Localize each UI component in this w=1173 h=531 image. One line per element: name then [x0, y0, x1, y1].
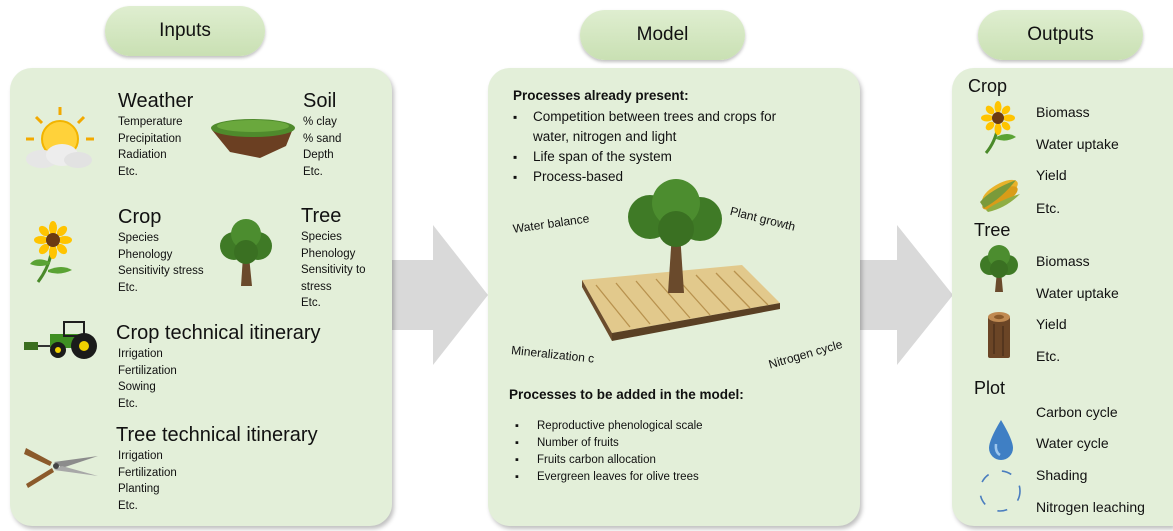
water-drop-icon — [989, 420, 1013, 460]
output-tree-biomass: Biomass — [1036, 253, 1090, 269]
tractor-icon — [24, 321, 97, 359]
arrow-model-to-outputs — [855, 225, 953, 365]
output-tree-yield: Yield — [1036, 316, 1067, 332]
added-item: Reproductive phenological scale — [509, 418, 703, 435]
output-plot-water-cycle: Water cycle — [1036, 435, 1109, 451]
output-crop-title: Crop — [968, 76, 1008, 96]
present-item: Competition between trees and crops for — [513, 107, 776, 127]
tree-title: Tree — [301, 205, 342, 227]
outputs-header: Outputs — [978, 10, 1143, 60]
crop-itinerary-title: Crop technical itinerary — [116, 322, 321, 344]
tree-itinerary-title: Tree technical itinerary — [116, 424, 318, 446]
added-item: Evergreen leaves for olive trees — [509, 469, 703, 486]
pruning-shears-icon — [24, 448, 98, 488]
present-processes-list: Competition between trees and crops for … — [513, 107, 776, 187]
agroforestry-field-illustration — [582, 179, 780, 341]
log-icon — [988, 312, 1010, 358]
tree-icon — [980, 245, 1018, 292]
output-plot-title: Plot — [974, 378, 1006, 398]
sun-cloud-icon — [26, 107, 94, 168]
model-header: Model — [580, 10, 745, 60]
added-item: Number of fruits — [509, 435, 703, 452]
added-processes-list: Reproductive phenological scale Number o… — [509, 418, 703, 486]
present-item: Process-based — [513, 167, 776, 187]
soil-block-icon — [211, 119, 295, 158]
output-crop-biomass: Biomass — [1036, 104, 1090, 120]
output-tree-title: Tree — [974, 220, 1011, 240]
outputs-panel — [952, 68, 1173, 526]
output-crop-etc: Etc. — [1036, 200, 1061, 216]
output-tree-etc: Etc. — [1036, 348, 1061, 364]
output-tree-water-uptake: Water uptake — [1036, 285, 1119, 301]
added-processes-title: Processes to be added in the model: — [509, 387, 744, 402]
output-crop-yield: Yield — [1036, 167, 1067, 183]
sunflower-icon — [981, 101, 1016, 154]
output-plot-nitrogen-leaching: Nitrogen leaching — [1036, 499, 1145, 515]
output-crop-water-uptake: Water uptake — [1036, 136, 1119, 152]
corn-icon — [980, 179, 1020, 212]
present-item-continued: water, nitrogen and light — [533, 129, 677, 144]
output-plot-carbon-cycle: Carbon cycle — [1036, 404, 1118, 420]
present-processes-title: Processes already present: — [513, 88, 689, 103]
sunflower-icon — [30, 221, 72, 283]
crop-title: Crop — [118, 206, 162, 228]
output-plot-shading: Shading — [1036, 467, 1088, 483]
added-item: Fruits carbon allocation — [509, 452, 703, 469]
shading-circle-icon — [979, 470, 1021, 512]
soil-title: Soil — [303, 90, 337, 112]
present-item: Life span of the system — [513, 147, 776, 167]
arrow-inputs-to-model — [388, 225, 488, 365]
tree-icon — [220, 219, 272, 286]
weather-title: Weather — [118, 90, 194, 112]
inputs-header: Inputs — [105, 6, 265, 56]
